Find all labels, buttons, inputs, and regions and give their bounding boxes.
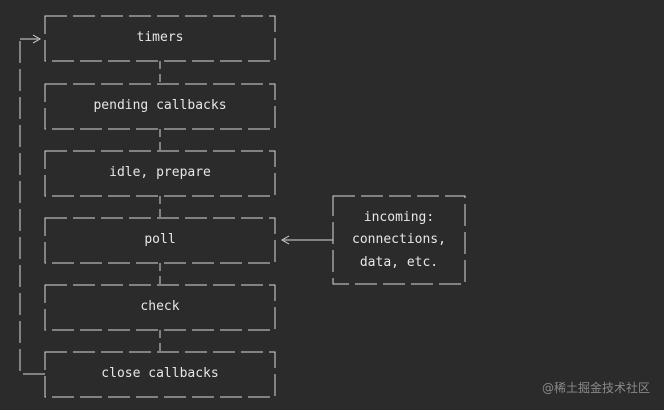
phase-label-idle-prepare: idle, prepare: [109, 165, 211, 180]
incoming-arrow: [280, 235, 333, 245]
phase-label-check: check: [140, 299, 180, 314]
phase-box-idle-prepare: [44, 150, 276, 197]
incoming-label-line-2: connections,: [352, 232, 446, 247]
loop-back-arrow: [19, 34, 45, 375]
phase-label-pending-callbacks: pending callbacks: [93, 98, 227, 113]
phase-label-poll: poll: [144, 232, 176, 247]
phase-box-check: [44, 284, 276, 331]
phase-box-poll: [44, 217, 276, 264]
phase-box-timers: [44, 15, 276, 62]
incoming-label-line-3: data, etc.: [359, 255, 439, 270]
phase-box-pending-callbacks: [44, 83, 276, 130]
watermark: @稀土掘金技术社区: [541, 381, 650, 395]
phase-box-close-callbacks: [44, 351, 276, 398]
incoming-label-line-1: incoming:: [363, 210, 435, 225]
phase-label-close-callbacks: close callbacks: [101, 366, 219, 381]
phase-label-timers: timers: [136, 30, 184, 45]
